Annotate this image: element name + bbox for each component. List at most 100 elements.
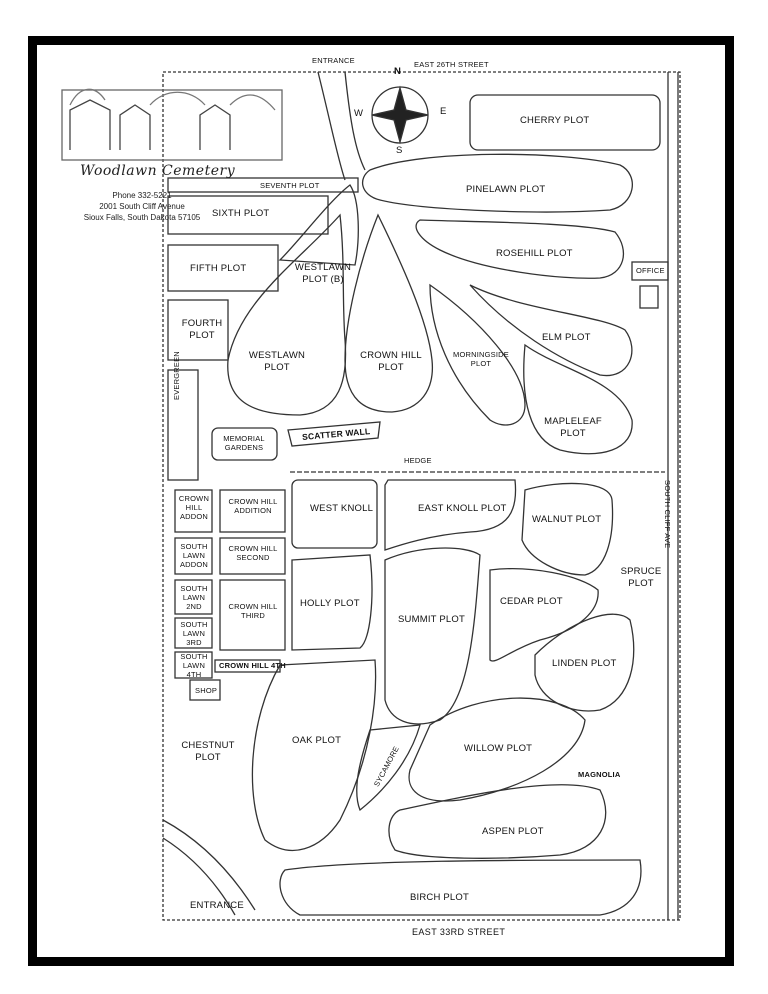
elm-shape xyxy=(469,284,633,377)
crown-hill-addition-label: CROWN HILL ADDITION xyxy=(228,497,278,515)
mapleleaf-plot-label: MAPLELEAF PLOT xyxy=(544,416,602,439)
cherry-plot-shape xyxy=(469,94,661,151)
compass-n: N xyxy=(394,66,402,77)
crown-hill-addon-box xyxy=(174,489,213,533)
cedar-plot-label: CEDAR PLOT xyxy=(500,596,563,607)
seventh-plot-shape xyxy=(167,177,359,193)
south-lawn-2nd-label: SOUTH LAWN 2ND xyxy=(180,584,208,611)
property-boundary xyxy=(162,71,681,921)
address-line-1: 2001 South Cliff Avenue xyxy=(99,202,185,211)
sixth-plot-label: SIXTH PLOT xyxy=(212,208,270,219)
cherry-plot-label: CHERRY PLOT xyxy=(520,115,590,126)
walnut-shape xyxy=(521,482,614,576)
top-entrance-label: ENTRANCE xyxy=(312,56,355,65)
evergreen-label: EVERGREEN xyxy=(172,351,181,400)
mapleleaf-shape xyxy=(523,343,633,455)
address-line-2: Sioux Falls, South Dakota 57105 xyxy=(83,213,201,222)
crown-hill-second-label: CROWN HILL SECOND xyxy=(228,544,278,562)
shop-label: SHOP xyxy=(195,686,218,695)
office-annex-box xyxy=(639,285,659,309)
fourth-plot-label: FOURTH PLOT xyxy=(181,318,223,341)
pinelawn-plot-shape xyxy=(361,153,633,213)
entrance-road-north xyxy=(317,71,346,181)
scatter-wall-shape xyxy=(287,421,381,447)
south-lawn-3rd-box xyxy=(174,617,213,649)
office-label: OFFICE xyxy=(636,266,665,275)
east-33rd-street-label: EAST 33RD STREET xyxy=(412,927,506,937)
evergreen-strip xyxy=(167,369,199,481)
willow-shape xyxy=(408,697,586,802)
cedar-shape xyxy=(489,568,599,662)
east-knoll-plot-label: EAST KNOLL PLOT xyxy=(418,503,507,514)
birch-plot-label: BIRCH PLOT xyxy=(410,892,470,903)
crown-hill-4th-box xyxy=(214,659,281,673)
linden-plot-label: LINDEN PLOT xyxy=(552,658,617,669)
entrance-road-south xyxy=(162,819,256,911)
compass-s: S xyxy=(396,145,403,156)
south-lawn-2nd-box xyxy=(174,579,213,615)
south-lawn-3rd-label: SOUTH LAWN 3RD xyxy=(180,620,208,647)
hedge-label: HEDGE xyxy=(404,456,432,465)
crown-hill-shape xyxy=(344,213,434,413)
memorial-gardens-label: MEMORIAL GARDENS xyxy=(223,434,265,452)
birch-shape xyxy=(279,859,642,916)
contact-info: Phone 332-5221 2001 South Cliff Avenue S… xyxy=(62,190,222,223)
office-box xyxy=(631,261,669,281)
rosehill-plot-label: ROSEHILL PLOT xyxy=(496,248,573,259)
morningside-plot-label: MORNINGSIDE PLOT xyxy=(453,350,509,368)
entrance-road-south-2 xyxy=(162,837,236,916)
fourth-plot-shape xyxy=(167,299,229,361)
header-photo xyxy=(61,89,283,161)
seventh-plot-label: SEVENTH PLOT xyxy=(260,181,320,190)
south-lawn-4th-label: SOUTH LAWN 4TH xyxy=(180,652,208,679)
willow-plot-label: WILLOW PLOT xyxy=(464,743,533,754)
crown-hill-4th-label: CROWN HILL 4TH xyxy=(219,661,286,670)
west-knoll-shape xyxy=(291,479,378,549)
bottom-entrance-label: ENTRANCE xyxy=(190,900,244,911)
fifth-plot-label: FIFTH PLOT xyxy=(190,263,247,274)
crown-hill-addon-label: CROWN HILL ADDON xyxy=(178,494,210,521)
memorial-gardens-shape xyxy=(211,427,278,461)
magnolia-label: MAGNOLIA xyxy=(578,770,621,779)
walnut-plot-label: WALNUT PLOT xyxy=(532,514,602,525)
summit-shape xyxy=(384,547,481,725)
east-26th-street-label: EAST 26TH STREET xyxy=(414,60,489,69)
rosehill-plot-shape xyxy=(415,219,624,279)
south-cliff-ave-label: SOUTH CLIFF AVE xyxy=(663,480,672,549)
pinelawn-plot-label: PINELAWN PLOT xyxy=(466,184,546,195)
crown-hill-third-box xyxy=(219,579,286,651)
compass-e: E xyxy=(440,106,447,117)
map-frame xyxy=(28,36,734,966)
west-knoll-label: WEST KNOLL xyxy=(310,503,374,514)
crown-hill-addition-box xyxy=(219,489,286,533)
crown-hill-plot-label: CROWN HILL PLOT xyxy=(360,350,422,373)
sixth-plot-shape xyxy=(167,195,329,235)
shop-box xyxy=(189,679,221,701)
south-lawn-4th-box xyxy=(174,651,213,679)
linden-shape xyxy=(534,613,635,712)
south-lawn-addon-box xyxy=(174,537,213,575)
entrance-road-north-2 xyxy=(344,71,366,171)
summit-plot-label: SUMMIT PLOT xyxy=(398,614,465,625)
south-lawn-addon-label: SOUTH LAWN ADDON xyxy=(179,542,209,569)
spruce-plot-label: SPRUCE PLOT xyxy=(620,566,662,589)
westlawn-b-plot-label: WESTLAWN PLOT (B) xyxy=(294,262,352,285)
chestnut-plot-label: CHESTNUT PLOT xyxy=(181,740,235,763)
westlawn-plot-label: WESTLAWN PLOT xyxy=(248,350,306,373)
fifth-plot-shape xyxy=(167,244,279,292)
oak-plot-label: OAK PLOT xyxy=(292,735,342,746)
aspen-shape xyxy=(388,784,607,859)
aspen-plot-label: ASPEN PLOT xyxy=(482,826,544,837)
elm-plot-label: ELM PLOT xyxy=(542,332,591,343)
holly-plot-label: HOLLY PLOT xyxy=(300,598,360,609)
phone-text: Phone 332-5221 xyxy=(112,191,172,200)
crown-hill-third-label: CROWN HILL THIRD xyxy=(228,602,278,620)
westlawn-shape xyxy=(227,213,347,416)
cemetery-name: Woodlawn Cemetery xyxy=(80,163,236,179)
east-knoll-shape xyxy=(384,479,517,551)
sycamore-shape xyxy=(356,724,421,812)
compass-rose xyxy=(371,85,429,145)
holly-shape xyxy=(291,554,373,651)
westlawn-b-shape xyxy=(278,184,359,266)
